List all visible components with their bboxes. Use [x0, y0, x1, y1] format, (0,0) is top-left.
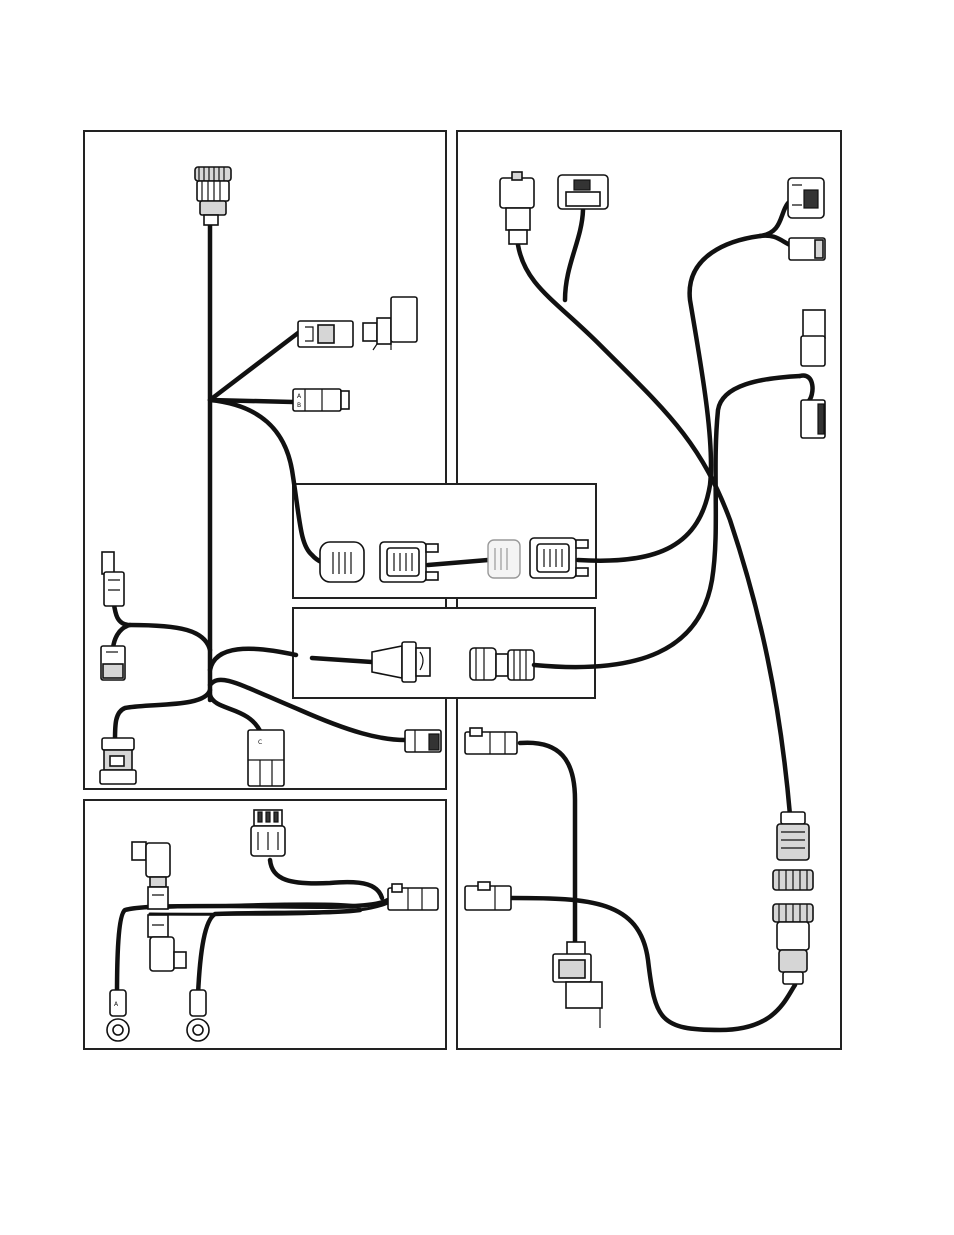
ext-bottom-module	[553, 942, 602, 1028]
inline-adapter-panel-2	[293, 608, 595, 698]
ext-right-top-small-connector	[789, 238, 825, 260]
ext-round-plug-lower	[773, 904, 813, 984]
ext-lower-left-connector	[465, 882, 511, 910]
branch-wire-bottom-middle	[210, 695, 262, 735]
small-connector-2: A B	[293, 389, 349, 411]
adapter-1-connector-a	[320, 542, 364, 582]
wire-right-top-b	[760, 236, 790, 245]
ext-round-plug-upper	[773, 812, 813, 890]
left-connector-top	[102, 552, 124, 606]
wire-right-middle-b	[800, 376, 813, 402]
power-wire-bundle-b	[198, 910, 360, 995]
ext-right-middle-connector-b	[801, 400, 825, 438]
bottom-left-connector	[100, 738, 136, 784]
pin-label-c: C	[258, 739, 262, 746]
power-wire-top	[270, 860, 382, 898]
ring-terminal-a: A	[107, 990, 129, 1041]
ext-right-middle-connector-a	[801, 310, 825, 366]
ext-top-middle-connector	[558, 175, 608, 209]
pin-label-b: B	[297, 402, 301, 409]
ext-right-top-connector	[788, 178, 824, 218]
power-right-connector	[388, 884, 438, 910]
bottom-middle-connector: C	[248, 730, 284, 786]
round-connector-top	[195, 167, 231, 225]
branch-wire-adapter-2	[210, 649, 296, 670]
left-connector-bottom	[101, 646, 125, 680]
adapter-1-connector-c	[488, 540, 520, 578]
ext-mid-left-connector	[465, 728, 517, 754]
ring-terminal-b	[187, 990, 209, 1041]
power-top-connector	[251, 810, 285, 856]
wire-mid-left-connector	[520, 743, 575, 945]
branch-wire-left-top-b	[113, 625, 130, 648]
branch-wire-connector-1	[210, 333, 298, 400]
two-part-connector-1	[298, 297, 417, 350]
bottom-right-connector	[405, 730, 441, 752]
ext-top-left-connector	[500, 172, 534, 244]
wire-top-middle	[565, 210, 583, 300]
branch-wire-bottom-left	[115, 690, 210, 740]
